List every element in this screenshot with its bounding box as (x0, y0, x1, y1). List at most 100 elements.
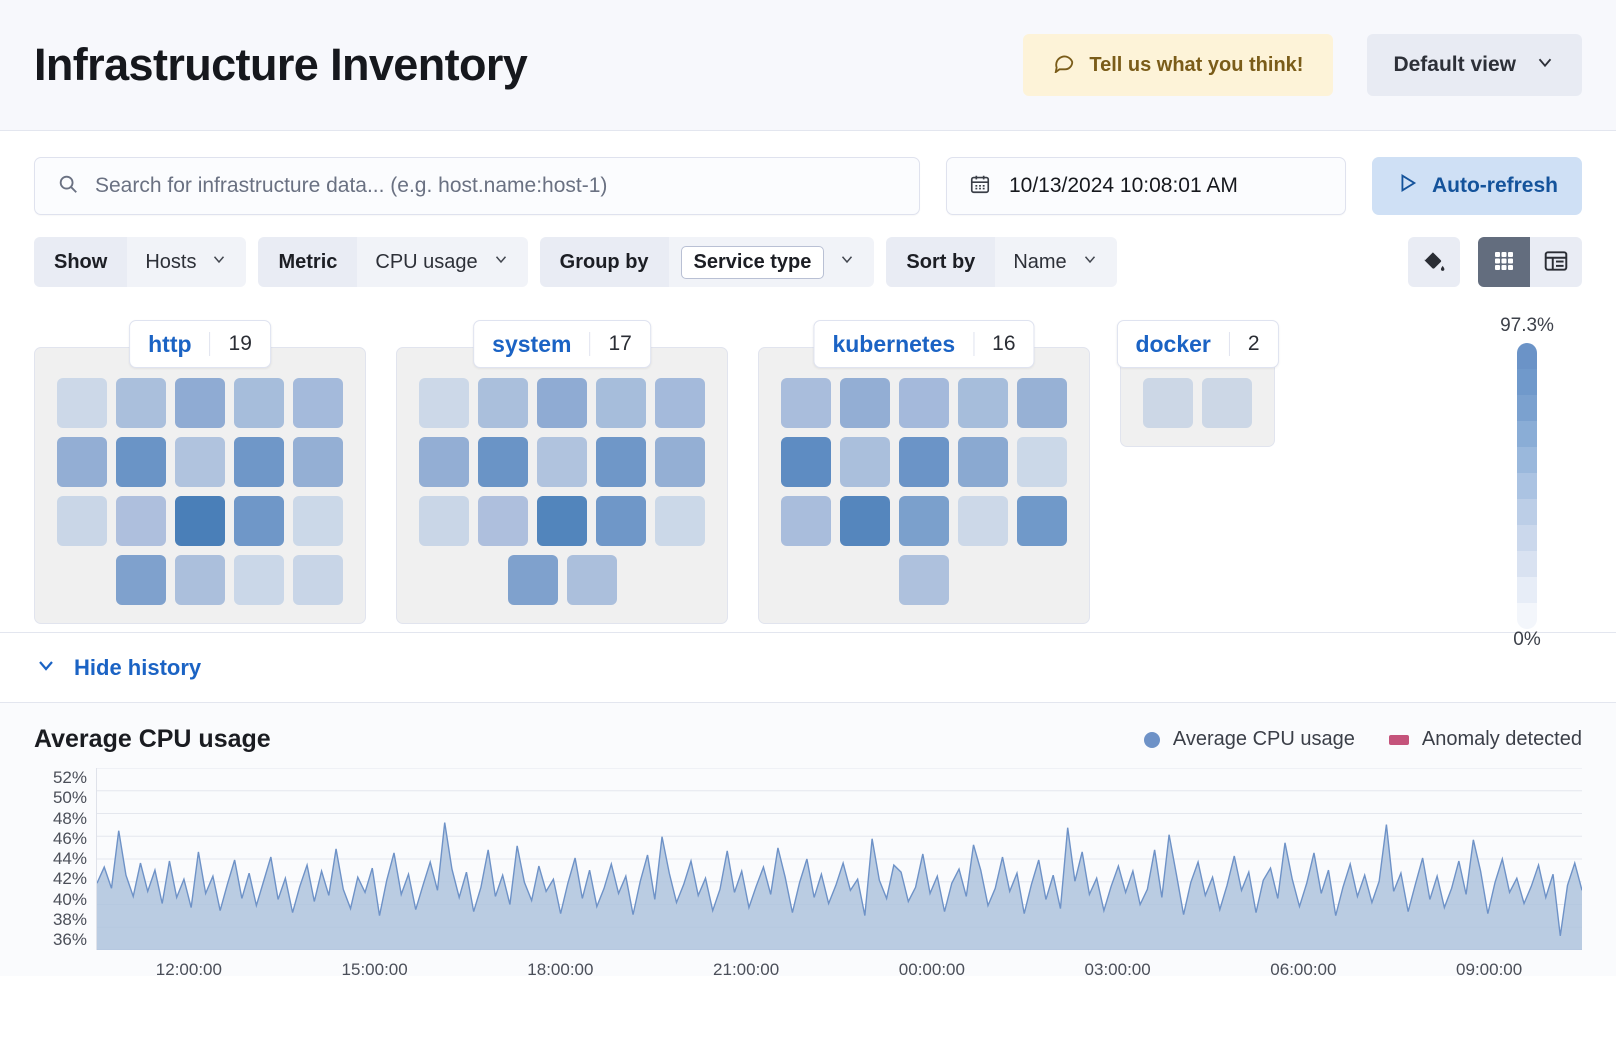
filter-sort-by-value[interactable]: Name (995, 237, 1116, 287)
host-tile[interactable] (175, 437, 225, 487)
host-tile[interactable] (655, 437, 705, 487)
host-tile[interactable] (537, 437, 587, 487)
group-count: 16 (973, 332, 1033, 356)
host-tile[interactable] (596, 378, 646, 428)
hide-history-label: Hide history (74, 655, 201, 681)
filter-show-text: Hosts (145, 251, 196, 274)
host-tile[interactable] (293, 555, 343, 605)
host-tile[interactable] (1017, 437, 1067, 487)
group-badge[interactable]: docker2 (1116, 320, 1278, 368)
host-tile[interactable] (234, 496, 284, 546)
host-tile[interactable] (478, 378, 528, 428)
x-tick-label: 15:00:00 (342, 960, 408, 980)
filter-sort-by-label: Sort by (886, 237, 995, 287)
host-tile[interactable] (781, 496, 831, 546)
host-tile[interactable] (116, 437, 166, 487)
chart-plot-wrap: 12:00:0015:00:0018:00:0021:00:0000:00:00… (96, 768, 1582, 984)
host-tile[interactable] (899, 378, 949, 428)
host-tile[interactable] (234, 378, 284, 428)
tile-row (781, 378, 1067, 428)
host-tile[interactable] (537, 496, 587, 546)
host-tile[interactable] (419, 437, 469, 487)
host-tile[interactable] (958, 496, 1008, 546)
host-tile[interactable] (508, 555, 558, 605)
host-tile[interactable] (57, 496, 107, 546)
host-tile[interactable] (840, 437, 890, 487)
host-tile[interactable] (419, 496, 469, 546)
group-badge[interactable]: http19 (129, 320, 271, 368)
host-tile[interactable] (175, 378, 225, 428)
host-tile[interactable] (116, 378, 166, 428)
host-tile[interactable] (840, 496, 890, 546)
host-tile[interactable] (899, 496, 949, 546)
host-tile[interactable] (1143, 378, 1193, 428)
host-tile[interactable] (116, 496, 166, 546)
y-tick-label: 52% (34, 768, 87, 788)
filter-show-value[interactable]: Hosts (127, 237, 246, 287)
host-tile[interactable] (419, 378, 469, 428)
play-icon (1396, 172, 1418, 200)
host-tile[interactable] (57, 437, 107, 487)
paint-bucket-button[interactable] (1408, 237, 1460, 287)
host-tile[interactable] (537, 378, 587, 428)
grid-view-button[interactable] (1478, 237, 1530, 287)
table-view-icon (1543, 248, 1569, 277)
x-tick-label: 06:00:00 (1270, 960, 1336, 980)
host-tile[interactable] (478, 496, 528, 546)
filter-show-label: Show (34, 237, 127, 287)
host-tile[interactable] (293, 496, 343, 546)
host-tile[interactable] (175, 496, 225, 546)
feedback-button[interactable]: Tell us what you think! (1023, 34, 1333, 96)
chevron-down-icon (838, 250, 856, 274)
host-tile[interactable] (781, 378, 831, 428)
host-tile[interactable] (567, 555, 617, 605)
host-tile[interactable] (1017, 496, 1067, 546)
date-picker[interactable]: 10/13/2024 10:08:01 AM (946, 157, 1346, 215)
group-badge[interactable]: system17 (473, 320, 651, 368)
group-count: 2 (1229, 332, 1278, 356)
host-tile[interactable] (899, 555, 949, 605)
chart-area-fill (97, 823, 1582, 950)
filter-group-by-value[interactable]: Service type (669, 237, 875, 287)
feedback-label: Tell us what you think! (1089, 54, 1303, 77)
host-tile[interactable] (596, 437, 646, 487)
host-tile[interactable] (1202, 378, 1252, 428)
host-tile[interactable] (1017, 378, 1067, 428)
auto-refresh-button[interactable]: Auto-refresh (1372, 157, 1582, 215)
host-tile[interactable] (840, 378, 890, 428)
chart-header: Average CPU usage Average CPU usage Anom… (34, 725, 1582, 754)
host-tile[interactable] (655, 496, 705, 546)
host-tile[interactable] (781, 437, 831, 487)
host-tile[interactable] (57, 378, 107, 428)
view-selector-button[interactable]: Default view (1367, 34, 1582, 96)
host-tile[interactable] (293, 437, 343, 487)
host-tile[interactable] (478, 437, 528, 487)
host-tile[interactable] (234, 555, 284, 605)
host-tile[interactable] (234, 437, 284, 487)
filter-row: Show Hosts Metric CPU usage Group by Ser… (34, 237, 1582, 287)
page-header: Infrastructure Inventory Tell us what yo… (0, 0, 1616, 131)
y-tick-label: 46% (34, 829, 87, 849)
host-tile[interactable] (958, 378, 1008, 428)
x-tick-label: 09:00:00 (1456, 960, 1522, 980)
group-badge[interactable]: kubernetes16 (813, 320, 1034, 368)
host-tile[interactable] (293, 378, 343, 428)
tile-row (57, 378, 343, 428)
host-tile[interactable] (958, 437, 1008, 487)
table-view-button[interactable] (1530, 237, 1582, 287)
chart-plot-area[interactable] (96, 768, 1582, 950)
tile-row (419, 496, 705, 546)
legend-dot-icon (1144, 732, 1160, 748)
hide-history-toggle[interactable]: Hide history (0, 633, 1616, 703)
tile-row (781, 555, 1067, 605)
legend-segment (1517, 343, 1537, 369)
host-tile[interactable] (899, 437, 949, 487)
host-tile[interactable] (175, 555, 225, 605)
host-tile[interactable] (116, 555, 166, 605)
host-tile[interactable] (596, 496, 646, 546)
search-input[interactable]: Search for infrastructure data... (e.g. … (34, 157, 920, 215)
filter-metric-value[interactable]: CPU usage (357, 237, 527, 287)
chevron-down-icon (492, 250, 510, 274)
host-tile[interactable] (655, 378, 705, 428)
search-placeholder: Search for infrastructure data... (e.g. … (95, 174, 607, 198)
